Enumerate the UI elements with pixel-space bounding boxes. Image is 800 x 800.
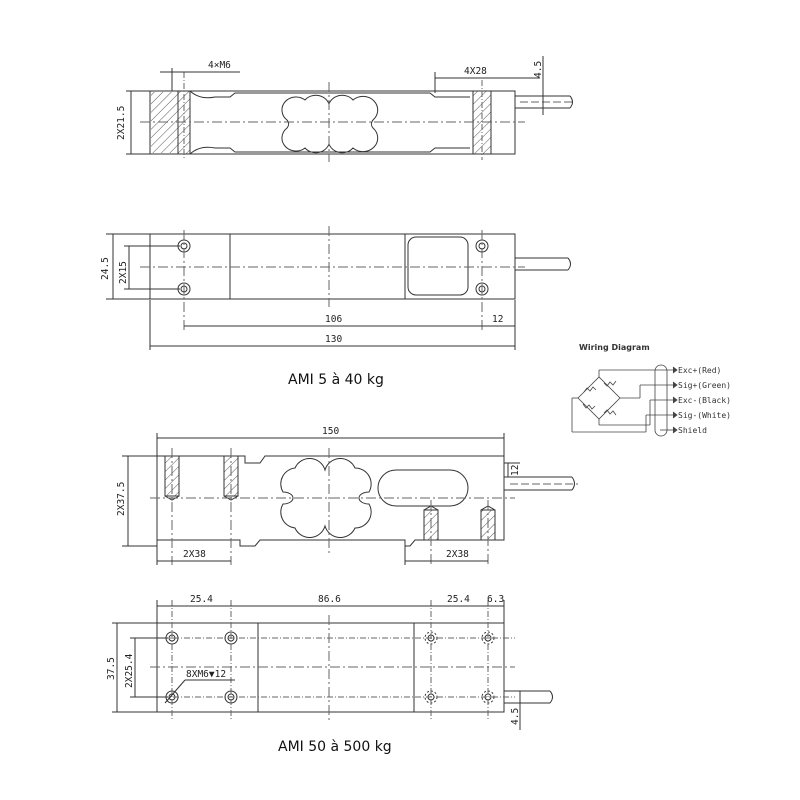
small-top-hole [475, 282, 489, 296]
large-model-title: AMI 50 à 500 kg [278, 739, 392, 755]
small-side-view [126, 56, 575, 162]
large-top-view [112, 600, 553, 730]
small-side-bore [281, 94, 379, 154]
large-top-hole-spec-label: 8XM6▼12 [186, 669, 226, 680]
large-top-middle-spacing-label: 86.6 [318, 594, 341, 605]
small-model-title: AMI 5 à 40 kg [288, 372, 384, 388]
small-hole-label: 4×M6 [208, 60, 231, 71]
large-height-label: 2X37.5 [116, 482, 127, 516]
small-depth-label: 4X28 [464, 66, 487, 77]
wiring-lead-exc-plus: Exc+(Red) [678, 366, 721, 375]
large-side-view [122, 433, 578, 565]
large-top-left-spacing-label: 25.4 [190, 594, 213, 605]
wiring-lead-shield: Shield [678, 426, 707, 435]
wheatstone-bridge [577, 376, 621, 420]
small-total-height-label: 24.5 [100, 257, 111, 280]
wiring-diagram [571, 364, 678, 437]
large-left-spacing-label: 2X38 [183, 549, 206, 560]
large-top-right-spacing-label: 25.4 [447, 594, 470, 605]
small-height-label: 2X21.5 [116, 106, 127, 140]
small-hole-spacing-label: 2X15 [118, 261, 129, 284]
large-cable-offset-label: 12 [510, 465, 521, 476]
wiring-lead-sig-minus: Sig-(White) [678, 411, 731, 420]
large-side-bore [280, 458, 372, 538]
large-side-slot [377, 469, 469, 507]
small-top-view [106, 226, 571, 350]
small-hole-center-label: 106 [325, 314, 342, 325]
large-right-spacing-label: 2X38 [446, 549, 469, 560]
large-top-edge-offset-label: 6.3 [487, 594, 504, 605]
small-edge-offset-label: 12 [492, 314, 503, 325]
large-top-cable-offset-label: 4.5 [510, 708, 521, 725]
large-length-label: 150 [322, 426, 339, 437]
wiring-lead-sig-plus: Sig+(Green) [678, 381, 731, 390]
wiring-cable [654, 364, 668, 437]
wiring-title: Wiring Diagram [579, 343, 650, 352]
wiring-lead-exc-minus: Exc-(Black) [678, 396, 731, 405]
small-total-length-label: 130 [325, 334, 342, 345]
small-offset-label: 4.5 [533, 61, 544, 78]
large-top-width-label: 37.5 [106, 657, 117, 680]
large-top-hole-spacing-label: 2X25.4 [124, 653, 135, 688]
large-side-body [156, 455, 505, 547]
small-top-gauge-pad [407, 236, 469, 296]
